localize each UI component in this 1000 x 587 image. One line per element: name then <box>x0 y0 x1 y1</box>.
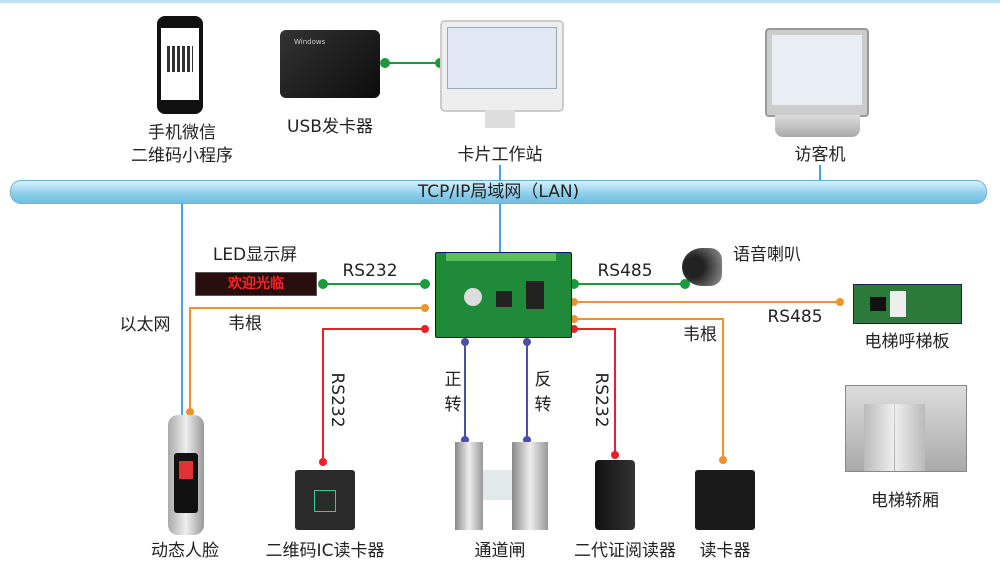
face-label: 动态人脸 <box>151 541 219 561</box>
elevator-image <box>845 385 967 472</box>
workstation-image <box>440 20 564 112</box>
elevator-label: 电梯轿厢 <box>871 491 939 511</box>
phone-image <box>157 16 203 114</box>
reverse-label: 反转 <box>534 370 552 415</box>
qr-reader-label: 二维码IC读卡器 <box>265 541 385 561</box>
turnstile-label: 通道闸 <box>474 541 526 561</box>
id-rs232-label: RS232 <box>591 372 611 428</box>
id-reader-image <box>595 460 635 530</box>
face-wiegand-line <box>189 307 425 415</box>
forward-label: 正转 <box>444 370 462 415</box>
speaker-label: 语音喇叭 <box>733 245 801 265</box>
turnstile-right-image <box>512 442 548 530</box>
card-reader-label: 读卡器 <box>699 541 751 561</box>
phone-label-1: 手机微信 <box>148 123 216 143</box>
ethernet-label: 以太网 <box>119 315 171 335</box>
visitor-base <box>775 115 860 137</box>
qr-reader-image <box>295 470 355 530</box>
id-reader-label: 二代证阅读器 <box>574 541 676 561</box>
controller-board-image <box>435 252 572 338</box>
led-rs232-label: RS232 <box>342 261 398 281</box>
led-label: LED显示屏 <box>212 245 298 265</box>
led-text: 欢迎光临 <box>228 276 284 292</box>
face-terminal-image <box>168 415 204 535</box>
usb-reader-label: USB发卡器 <box>287 117 373 137</box>
reader-wiegand-line <box>574 318 724 460</box>
qr-rs232-label: RS232 <box>327 372 347 428</box>
call-board-image <box>853 284 962 324</box>
turnstile-left-image <box>455 442 483 530</box>
phone-label-2: 二维码小程序 <box>131 146 233 166</box>
visitor-label: 访客机 <box>794 145 846 165</box>
lan-label: TCP/IP局域网（LAN) <box>417 182 580 202</box>
led-display-image: 欢迎光临 <box>195 272 317 296</box>
workstation-stand <box>485 110 515 128</box>
usb-brand: Windows <box>294 38 326 46</box>
turnstile-wing <box>483 470 512 500</box>
usb-reader-image: Windows <box>280 30 380 98</box>
reader-wiegand-label: 韦根 <box>683 325 717 345</box>
speaker-image <box>682 248 722 286</box>
workstation-label: 卡片工作站 <box>457 145 543 165</box>
call-board-label: 电梯呼梯板 <box>864 332 950 352</box>
speaker-rs485-label: RS485 <box>597 261 653 281</box>
top-border <box>0 0 1000 3</box>
face-wiegand-label: 韦根 <box>228 314 262 334</box>
id-rs232-line <box>574 328 616 455</box>
board-rs485-label: RS485 <box>767 307 823 327</box>
lan-bus: TCP/IP局域网（LAN) <box>10 180 987 204</box>
visitor-machine-image <box>765 28 869 117</box>
qr-rs232-line <box>322 328 425 462</box>
card-reader-image <box>695 470 755 530</box>
